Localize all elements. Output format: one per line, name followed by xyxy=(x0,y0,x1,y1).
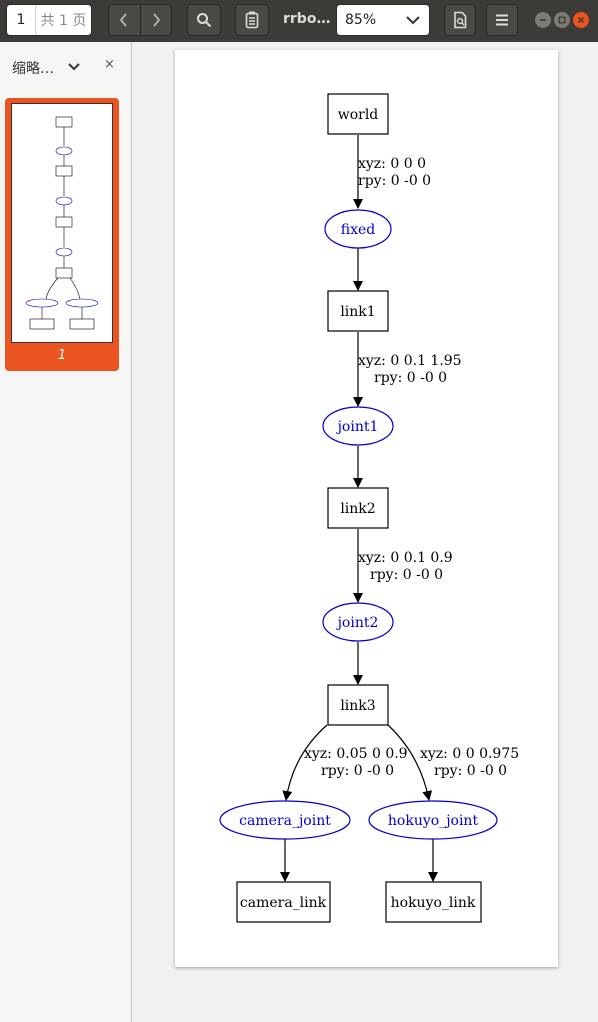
page-entry-separator xyxy=(35,5,36,35)
sidebar-chevron-down-icon[interactable] xyxy=(68,62,80,72)
next-page-button[interactable] xyxy=(139,5,172,35)
annotate-icon xyxy=(245,11,259,29)
node-hokuyo-joint-ellipse xyxy=(368,800,498,840)
node-camera-joint-label: camera_joint xyxy=(239,813,331,829)
search-button[interactable] xyxy=(187,4,221,36)
node-camera-joint-ellipse xyxy=(219,800,351,840)
node-fixed-label: fixed xyxy=(341,222,376,238)
chevron-right-icon xyxy=(153,13,160,27)
node-joint1-ellipse xyxy=(322,406,394,446)
page-total-label: 共 1 页 xyxy=(40,13,87,29)
node-hokuyo-joint-label: hokuyo_joint xyxy=(388,813,479,829)
node-hokuyo-link-label: hokuyo_link xyxy=(391,895,476,911)
thumbnail-graph xyxy=(25,116,99,330)
print-button[interactable] xyxy=(444,4,476,36)
node-link3-label: link3 xyxy=(340,698,375,714)
page-number-entry[interactable]: 1 共 1 页 xyxy=(6,4,92,36)
sidebar-close-button[interactable]: × xyxy=(104,57,115,72)
menu-button[interactable] xyxy=(486,4,518,36)
node-link3-box xyxy=(327,684,389,726)
close-icon xyxy=(577,16,585,24)
node-world-box xyxy=(327,93,389,135)
current-page-input[interactable]: 1 xyxy=(16,12,26,28)
edge-world-fixed-xyz: xyz: 0 0 0 xyxy=(358,156,426,172)
edge-link2-joint2-rpy: rpy: 0 -0 0 xyxy=(370,567,443,583)
menu-icon xyxy=(496,14,508,26)
sidebar-mode-selector[interactable]: 缩略… xyxy=(12,61,54,77)
search-icon xyxy=(197,13,212,28)
edge-world-fixed-rpy: rpy: 0 -0 0 xyxy=(358,173,431,189)
node-world-label: world xyxy=(338,107,379,123)
maximize-button[interactable] xyxy=(554,12,570,28)
node-joint2-label: joint2 xyxy=(336,615,379,631)
page-thumbnail-selected[interactable]: 1 xyxy=(5,98,119,371)
node-joint2-ellipse xyxy=(322,602,394,642)
node-link2-box xyxy=(327,487,389,529)
node-camera-link-box xyxy=(236,881,331,923)
edge-link3-camera-rpy: rpy: 0 -0 0 xyxy=(321,763,394,779)
node-hokuyo-link-box xyxy=(385,881,482,923)
minimize-icon xyxy=(540,19,546,21)
toolbar: 1 共 1 页 rrbo… 85% xyxy=(0,0,598,42)
thumbnail-page-number: 1 xyxy=(57,348,67,363)
edge-link3-hokuyo-joint xyxy=(387,724,433,801)
edge-link3-hokuyo-xyz: xyz: 0 0 0.975 xyxy=(420,746,519,762)
annotate-button[interactable] xyxy=(235,4,269,36)
node-fixed-ellipse xyxy=(324,209,392,249)
edge-link3-camera-xyz: xyz: 0.05 0 0.9 xyxy=(304,746,408,762)
zoom-select[interactable]: 85% xyxy=(336,4,430,36)
page-thumbnail-preview xyxy=(11,103,113,343)
document-page: world link1 link2 link3 camera_link hoku… xyxy=(175,50,558,967)
previous-page-button[interactable] xyxy=(109,5,140,35)
chevron-left-icon xyxy=(120,13,127,27)
edge-link3-camera-joint xyxy=(282,724,328,801)
edge-link2-joint2-xyz: xyz: 0 0.1 0.9 xyxy=(358,550,453,566)
print-icon xyxy=(454,11,467,29)
edge-link1-joint1-rpy: rpy: 0 -0 0 xyxy=(374,370,447,386)
node-link2-label: link2 xyxy=(340,501,375,517)
thumbnail-sidebar: 缩略… × xyxy=(0,42,132,1022)
node-camera-link-label: camera_link xyxy=(240,895,327,911)
edge-link1-joint1-xyz: xyz: 0 0.1 1.95 xyxy=(358,353,462,369)
node-joint1-label: joint1 xyxy=(336,419,379,435)
zoom-dropdown-chevron-icon xyxy=(406,16,420,25)
page-nav-group xyxy=(108,4,172,36)
maximize-icon xyxy=(558,16,566,24)
sidebar-header: 缩略… × xyxy=(0,42,131,90)
node-link1-box xyxy=(327,290,389,332)
urdf-tree-graph: world link1 link2 link3 camera_link hoku… xyxy=(219,93,519,923)
node-link1-label: link1 xyxy=(340,304,375,320)
zoom-value: 85% xyxy=(345,12,377,28)
close-window-button[interactable] xyxy=(573,12,589,28)
document-title: rrbo… xyxy=(283,11,331,27)
edge-link3-hokuyo-rpy: rpy: 0 -0 0 xyxy=(434,763,507,779)
minimize-button[interactable] xyxy=(535,12,551,28)
